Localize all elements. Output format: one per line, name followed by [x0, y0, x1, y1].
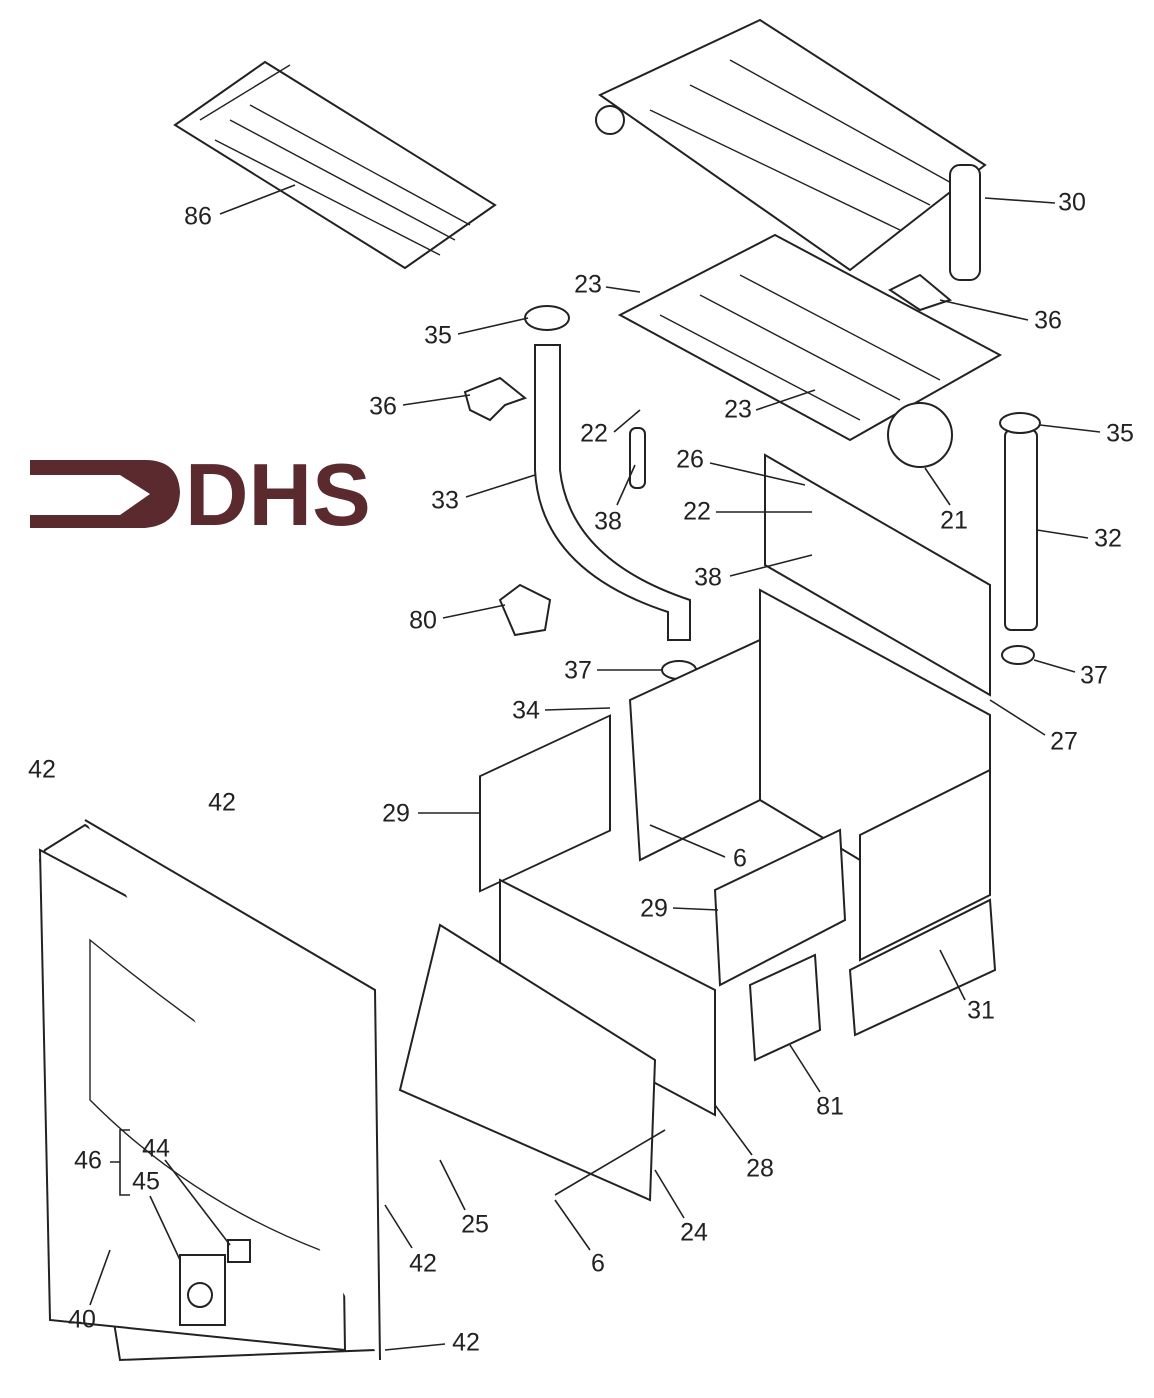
part-heat-exchanger [595, 18, 987, 272]
part-label: 36 [1034, 307, 1062, 335]
part-label: 29 [382, 800, 410, 828]
part-label: 44 [142, 1135, 170, 1163]
part-label: 31 [967, 997, 995, 1025]
part-label: 21 [940, 507, 968, 535]
part-burner-tray [617, 233, 1003, 468]
part-label: 30 [1058, 189, 1086, 217]
leader-lines [89, 184, 1101, 1351]
part-label: 33 [431, 487, 459, 515]
part-label: 24 [680, 1219, 708, 1247]
part-label: 35 [424, 322, 452, 350]
part-label: 29 [640, 895, 668, 923]
part-label: 23 [574, 271, 602, 299]
part-label: 6 [733, 845, 747, 873]
logo-text: DHS [185, 445, 371, 544]
part-label: 80 [409, 607, 437, 635]
part-label: 22 [683, 498, 711, 526]
part-label: 34 [512, 697, 540, 725]
part-44-window [227, 1239, 251, 1263]
part-label: 23 [724, 396, 752, 424]
part-label: 45 [132, 1168, 160, 1196]
part-label: 32 [1094, 525, 1122, 553]
part-32-pipe [999, 412, 1041, 665]
part-33-pipe [524, 305, 691, 641]
part-label: 40 [68, 1306, 96, 1334]
part-42-gasket [84, 819, 381, 1361]
part-label: 36 [369, 393, 397, 421]
part-label: 86 [184, 203, 212, 231]
part-label: 42 [208, 789, 236, 817]
part-24-inner-door [398, 923, 657, 1202]
part-80-fitting [498, 583, 552, 637]
part-label: 37 [1080, 662, 1108, 690]
part-36-clip-right [888, 273, 953, 312]
part-30-sensor [949, 164, 981, 281]
part-labels: 86 30 23 35 36 36 23 22 35 26 33 38 22 2… [28, 189, 1134, 1357]
part-combustion-chamber [479, 453, 997, 1117]
part-label: 27 [1050, 728, 1078, 756]
part-label: 22 [580, 420, 608, 448]
part-81-plate [748, 953, 822, 1062]
part-38-sleeve [629, 427, 646, 489]
part-label: 38 [694, 564, 722, 592]
part-36-clip [463, 376, 528, 422]
part-label: 42 [452, 1329, 480, 1357]
part-label: 42 [28, 756, 56, 784]
part-label: 25 [461, 1211, 489, 1239]
part-label: 28 [746, 1155, 774, 1183]
part-86-baffle-plate [173, 60, 497, 270]
part-label: 37 [564, 657, 592, 685]
part-label: 35 [1106, 420, 1134, 448]
part-label: 38 [594, 508, 622, 536]
part-label: 6 [591, 1250, 605, 1278]
part-label: 26 [676, 446, 704, 474]
dhs-logo: DHS [30, 445, 371, 544]
part-label: 81 [816, 1093, 844, 1121]
part-label: 46 [74, 1147, 102, 1175]
part-label: 42 [409, 1250, 437, 1278]
